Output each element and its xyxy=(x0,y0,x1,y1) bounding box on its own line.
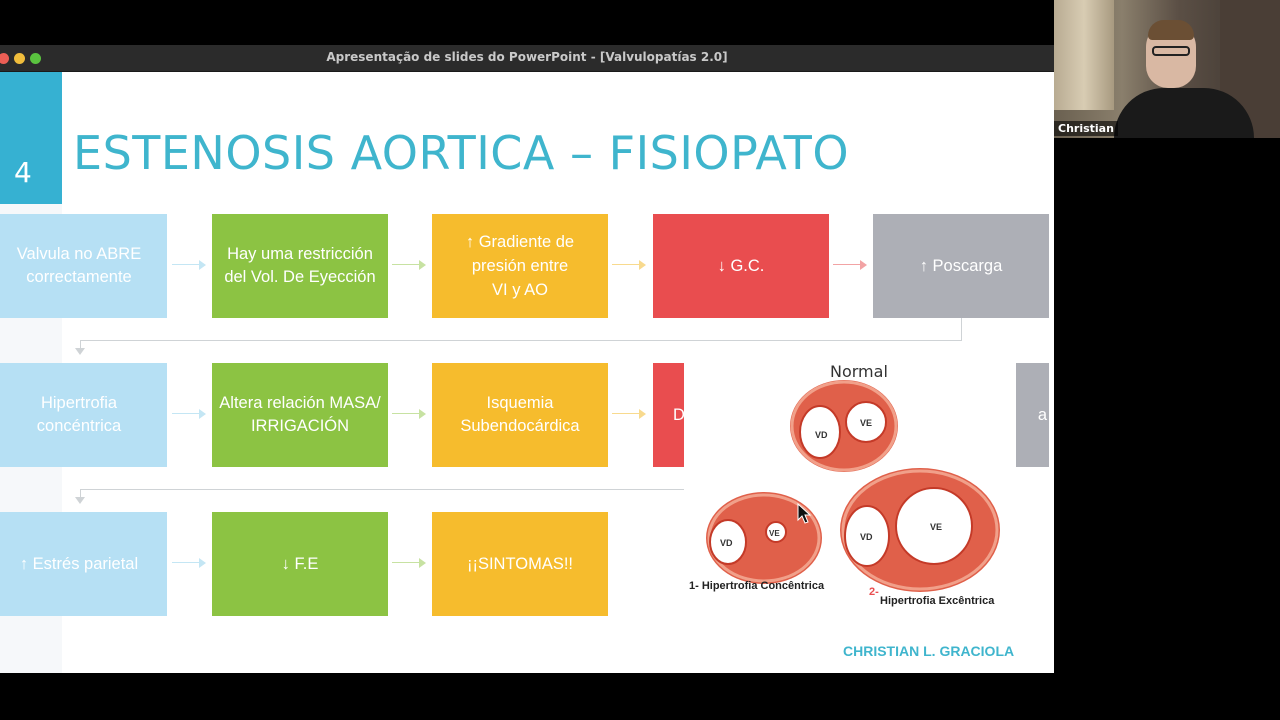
flow-box-label: ↑ Gradiente de presión entre VI y AO xyxy=(465,233,575,299)
caption-eccentric: Hipertrofia Excêntrica xyxy=(880,595,995,607)
slide-number: 4 xyxy=(14,156,32,189)
flow-box-label: D xyxy=(673,405,685,424)
flow-box-label: Hipertrofia concéntrica xyxy=(36,394,122,435)
flow-box-symptoms: ¡¡SINTOMAS!! xyxy=(432,512,608,616)
flow-box-ejection-fraction: ↓ F.E xyxy=(212,512,388,616)
window-title: Apresentação de slides do PowerPoint - [… xyxy=(326,50,728,64)
flow-box-ejection-restriction: Hay uma restricción del Vol. De Eyección xyxy=(212,214,388,318)
flow-box-subendocardial-ischemia: Isquemia Subendocárdica xyxy=(432,363,608,467)
arrow-icon xyxy=(392,558,426,568)
flow-box-label: a xyxy=(1037,405,1047,424)
arrow-icon xyxy=(612,260,646,270)
arrow-icon xyxy=(392,409,426,419)
connector-line xyxy=(80,340,962,341)
flow-box-label: ↓ F.E xyxy=(281,554,319,573)
arrow-icon xyxy=(172,558,206,568)
flow-box-label: Valvula no ABRE correctamente xyxy=(16,245,142,286)
connector-line xyxy=(80,489,684,490)
webcam-video-tile[interactable]: Christian xyxy=(1054,0,1280,138)
flow-box-mass-irrigation: Altera relación MASA/IRRIGACIÓN xyxy=(212,363,388,467)
slide-title: ESTENOSIS AORTICA – FISIOPATO xyxy=(73,126,850,180)
participant-name: Christian xyxy=(1054,121,1118,136)
arrow-down-icon xyxy=(75,348,85,355)
flow-box-label: ↓ G.C. xyxy=(717,256,765,275)
flow-box-pressure-gradient: ↑ Gradiente de presión entre VI y AO xyxy=(432,214,608,318)
title-bar: Apresentação de slides do PowerPoint - [… xyxy=(0,45,1054,72)
eccentric-hypertrophy-section xyxy=(840,468,1000,592)
connector-line xyxy=(80,489,81,497)
author-credit: CHRISTIAN L. GRACIOLA xyxy=(843,643,1015,659)
ve-label-concentric: VE xyxy=(769,529,780,538)
arrow-icon xyxy=(172,260,206,270)
maximize-window-button[interactable] xyxy=(30,53,41,64)
vd-label-normal: VD xyxy=(815,430,828,440)
normal-label: Normal xyxy=(830,362,888,381)
webcam-person-hair xyxy=(1148,20,1194,40)
minimize-window-button[interactable] xyxy=(14,53,25,64)
caption-concentric: 1- Hipertrofia Concêntrica xyxy=(689,580,825,592)
vd-label-concentric: VD xyxy=(720,538,733,548)
vd-label-eccentric: VD xyxy=(860,532,873,542)
flow-box-cardiac-output: ↓ G.C. xyxy=(653,214,829,318)
mouse-cursor-icon xyxy=(797,502,812,524)
webcam-curtain xyxy=(1054,0,1114,110)
connector-line xyxy=(961,318,962,341)
flow-box-label: ↑ Estrés parietal xyxy=(19,554,139,573)
slide: 4 ESTENOSIS AORTICA – FISIOPATO Valvula … xyxy=(0,72,1054,673)
arrow-icon xyxy=(392,260,426,270)
heart-hypertrophy-image: Normal xyxy=(684,354,1016,654)
flow-box-wall-stress: ↑ Estrés parietal xyxy=(0,512,167,616)
caption-eccentric-number: 2- xyxy=(869,586,879,598)
arrow-icon xyxy=(612,409,646,419)
webcam-person-body xyxy=(1114,88,1254,138)
concentric-hypertrophy-section xyxy=(706,492,822,584)
normal-heart-section xyxy=(790,380,898,472)
flow-box-afterload: ↑ Poscarga xyxy=(873,214,1049,318)
flow-box-label: ¡¡SINTOMAS!! xyxy=(466,554,574,573)
arrow-icon xyxy=(172,409,206,419)
flow-box-concentric-hypertrophy: Hipertrofia concéntrica xyxy=(0,363,167,467)
slide-number-box: 4 xyxy=(0,72,62,204)
presentation-window: Apresentação de slides do PowerPoint - [… xyxy=(0,45,1054,673)
arrow-down-icon xyxy=(75,497,85,504)
heart-cross-sections-illustration: VD VE VD VE VD VE xyxy=(706,380,1000,592)
ve-label-eccentric: VE xyxy=(930,522,942,532)
webcam-person-glasses xyxy=(1152,46,1190,56)
flow-box-label: Hay uma restricción del Vol. De Eyección xyxy=(224,245,376,286)
flow-box-label: Isquemia Subendocárdica xyxy=(460,394,580,435)
flow-box-valve-not-open: Valvula no ABRE correctamente xyxy=(0,214,167,318)
connector-line xyxy=(80,340,81,348)
arrow-icon xyxy=(833,260,867,270)
close-window-button[interactable] xyxy=(0,53,9,64)
flow-box-label: Altera relación MASA/IRRIGACIÓN xyxy=(219,394,381,435)
ve-label-normal: VE xyxy=(860,418,872,428)
flow-box-label: ↑ Poscarga xyxy=(919,256,1003,275)
